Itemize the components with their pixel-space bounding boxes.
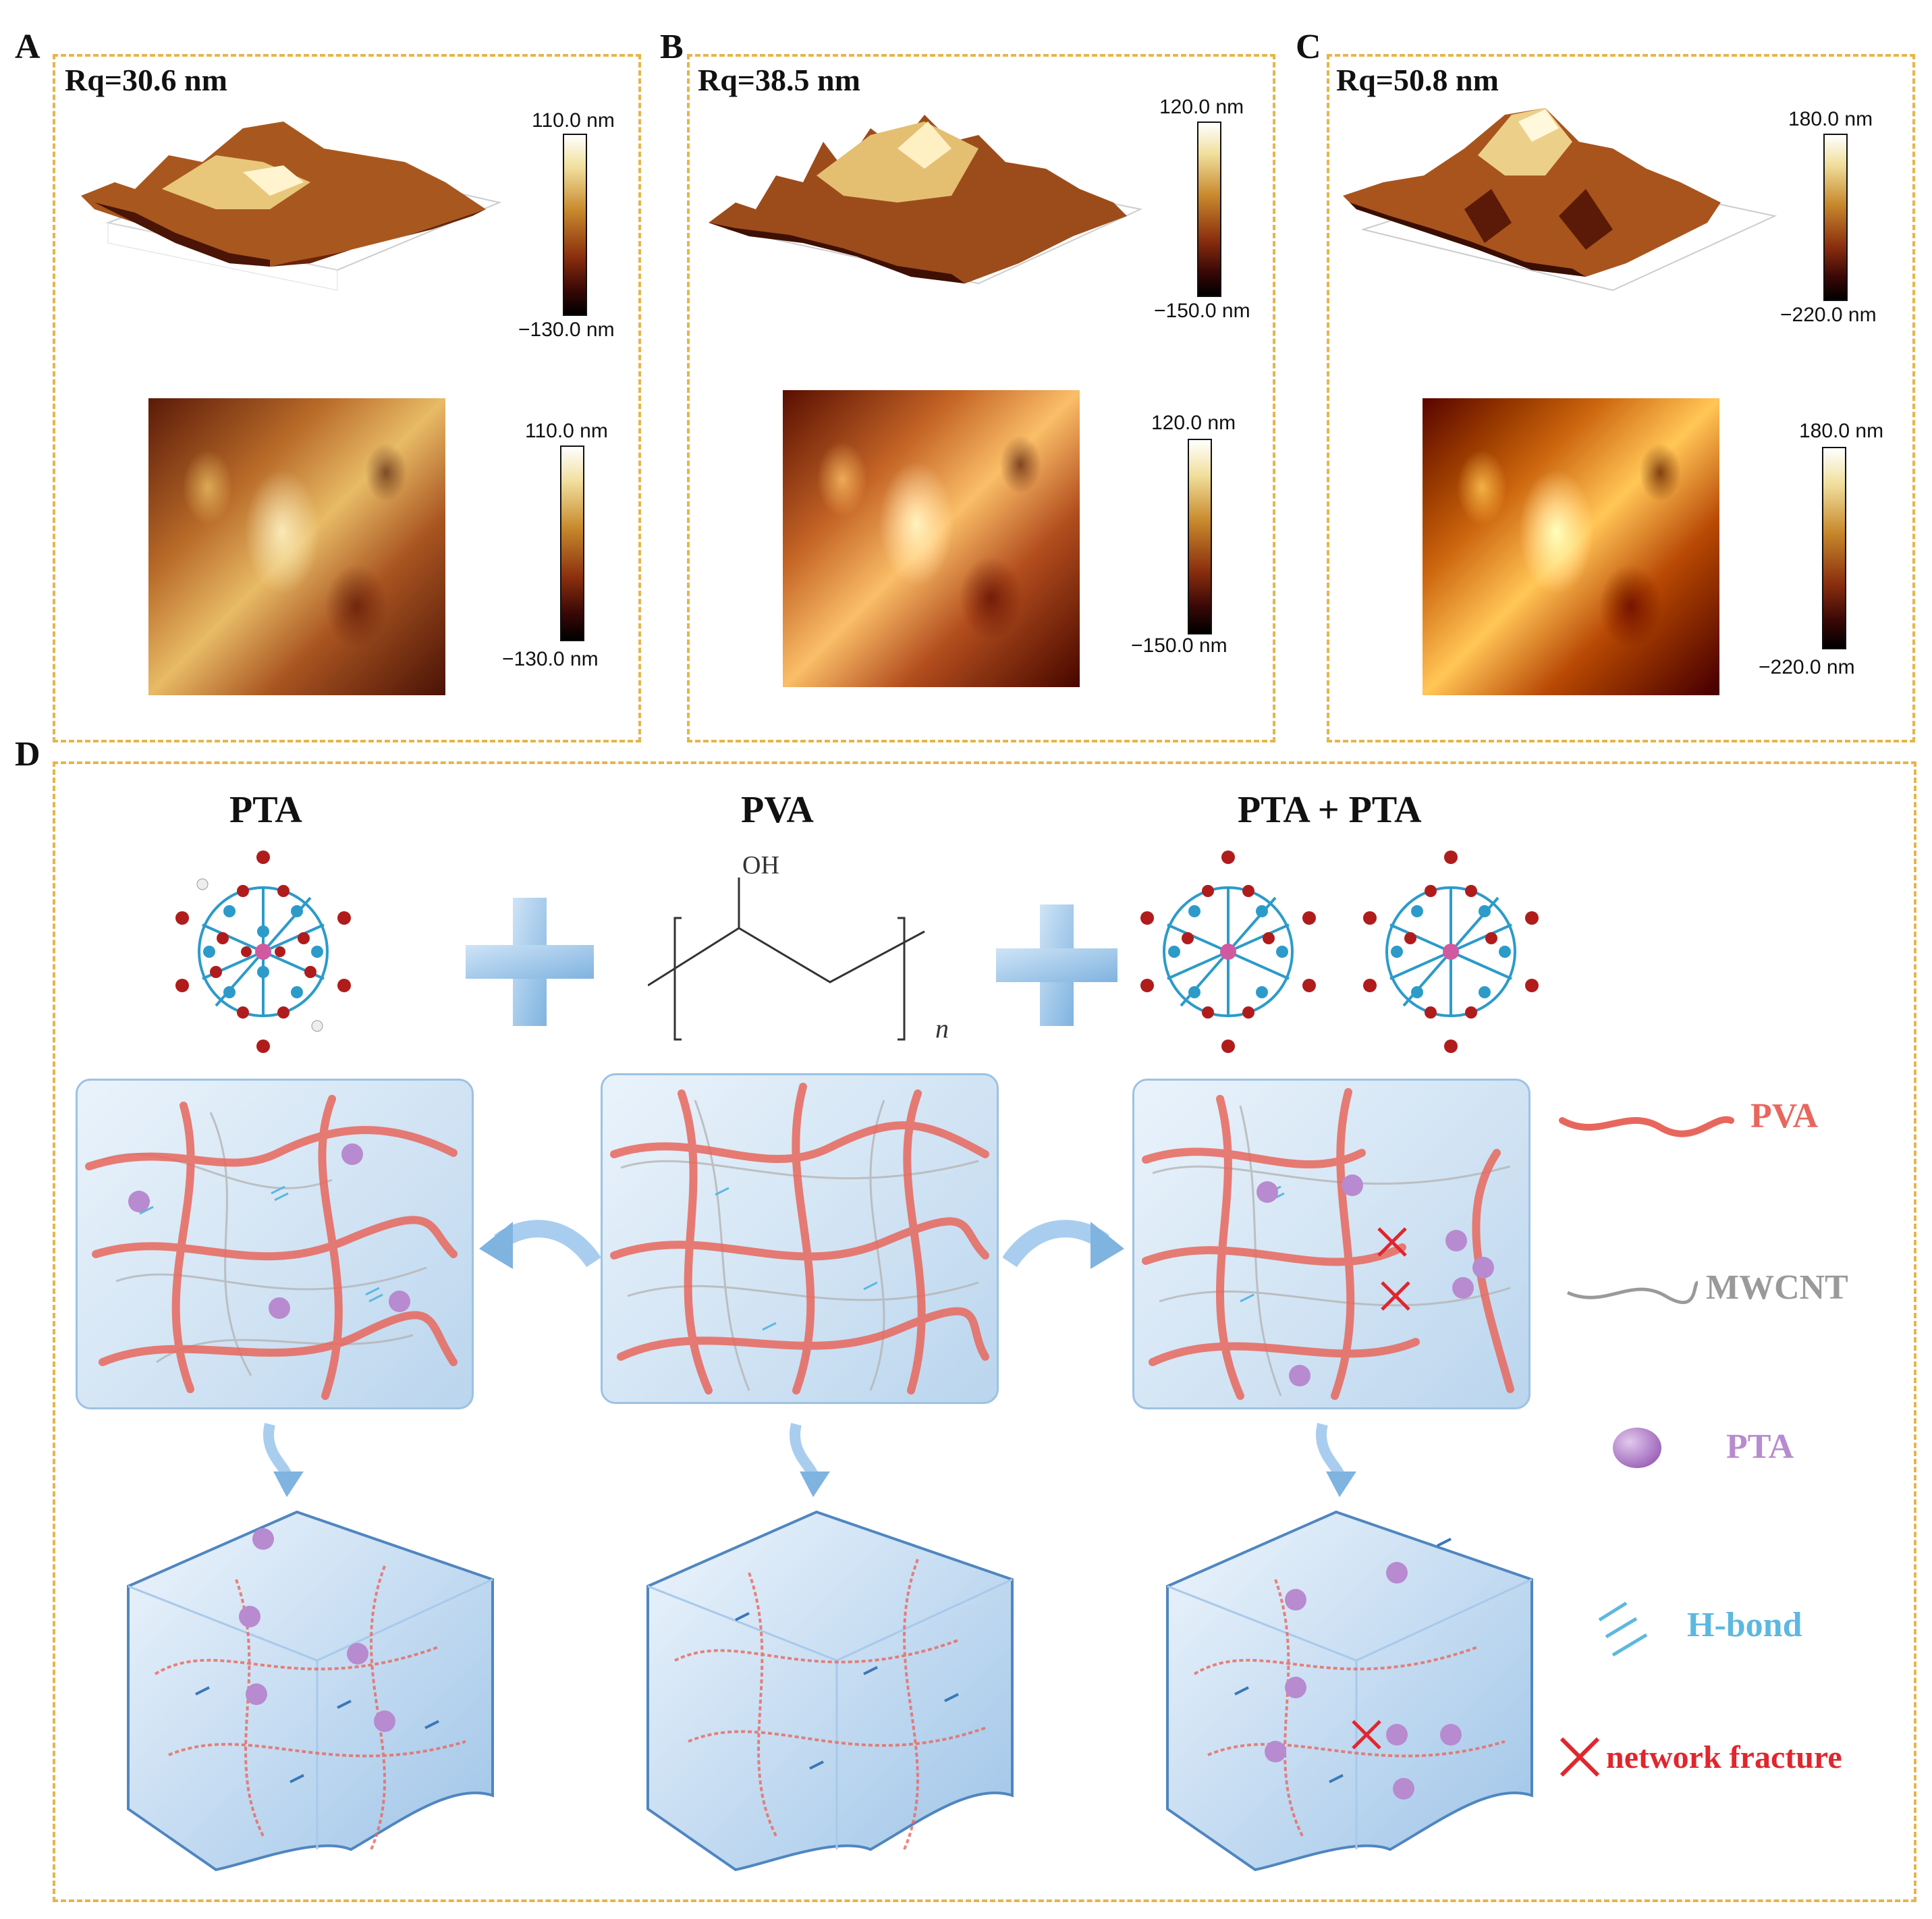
hydrogel-cube-pta (127, 1510, 494, 1872)
rq-value-b: Rq=38.5 nm (698, 63, 860, 97)
afm-3d-surface-c (1343, 108, 1777, 292)
colorbar-bottom-label-c: −220.0 nm (1780, 304, 1877, 326)
pta-molecule-icon-right-2 (1363, 850, 1539, 1053)
colorbar-b-2d (1188, 439, 1212, 634)
network-strands-pta-pta (1142, 1088, 1514, 1400)
panel-letter-a: A (15, 28, 40, 66)
panel-c-frame (1327, 54, 1915, 742)
legend-pva-label: PVA (1750, 1097, 1819, 1135)
hydrogel-cube-pva (646, 1510, 1014, 1872)
legend-mwcnt-label: MWCNT (1706, 1268, 1848, 1307)
afm-2d-image-b (783, 390, 1080, 687)
colorbar-top-label-b: 120.0 nm (1159, 96, 1244, 118)
afm-3d-surface-a (81, 121, 502, 291)
colorbar2-top-label-b: 120.0 nm (1151, 412, 1236, 434)
rq-value-a: Rq=30.6 nm (65, 63, 227, 97)
panel-a-frame (53, 54, 641, 742)
pta-molecule-icon (175, 850, 351, 1053)
panel-d-frame (53, 761, 1916, 1902)
legend-hbond-label: H-bond (1687, 1606, 1802, 1644)
legend-fracture-x-icon (1560, 1737, 1600, 1777)
network-strands-pta (85, 1095, 458, 1400)
title-pva: PVA (741, 789, 814, 831)
colorbar2-top-label-c: 180.0 nm (1799, 420, 1884, 442)
colorbar-bottom-label-a: −130.0 nm (518, 319, 615, 341)
legend-fracture-label: network fracture (1606, 1739, 1842, 1775)
colorbar-a-2d (560, 445, 584, 641)
arrow-down-icon-2 (790, 1423, 830, 1497)
colorbar-c-2d (1822, 447, 1846, 649)
afm-2d-image-c (1423, 398, 1719, 695)
oh-label: OH (742, 851, 779, 880)
arrow-left-icon (479, 1220, 601, 1269)
title-pta: PTA (229, 789, 302, 831)
plus-icon-right (996, 904, 1117, 1026)
colorbar2-bottom-label-b: −150.0 nm (1131, 634, 1227, 657)
legend-mwcnt-strand-icon (1566, 1280, 1699, 1304)
afm-2d-image-a (148, 398, 445, 695)
plus-icon-left (466, 898, 594, 1026)
legend-pta-label: PTA (1726, 1428, 1794, 1466)
arrow-down-icon-1 (263, 1423, 304, 1497)
colorbar2-bottom-label-a: −130.0 nm (502, 648, 599, 670)
title-pta-pta: PTA + PTA (1238, 789, 1422, 831)
panel-letter-b: B (660, 28, 684, 66)
colorbar-b-3d (1197, 121, 1221, 297)
n-subscript-label: n (935, 1013, 949, 1044)
colorbar-top-label-a: 110.0 nm (532, 109, 615, 132)
legend-pta-sphere-icon (1613, 1428, 1661, 1468)
arrow-right-icon (1003, 1220, 1124, 1269)
panel-letter-c: C (1296, 28, 1321, 66)
panel-letter-d: D (15, 735, 40, 774)
legend-hbond-icon (1598, 1601, 1648, 1657)
colorbar2-bottom-label-c: −220.0 nm (1759, 656, 1855, 678)
pva-structure-formula (648, 877, 925, 1041)
colorbar2-top-label-a: 110.0 nm (525, 420, 608, 442)
legend-pva-strand-icon (1559, 1116, 1734, 1137)
network-strands-pva (610, 1083, 989, 1395)
colorbar-top-label-c: 180.0 nm (1788, 108, 1873, 130)
panel-b-frame (687, 54, 1275, 742)
rq-value-c: Rq=50.8 nm (1336, 63, 1499, 97)
colorbar-bottom-label-b: −150.0 nm (1154, 300, 1250, 322)
colorbar-a-3d (563, 134, 587, 316)
afm-3d-surface-b (709, 115, 1143, 285)
arrow-down-icon-3 (1316, 1423, 1356, 1497)
pta-molecule-icon-right-1 (1140, 850, 1316, 1053)
colorbar-c-3d (1823, 134, 1848, 301)
hydrogel-cube-pta-pta (1166, 1510, 1533, 1872)
